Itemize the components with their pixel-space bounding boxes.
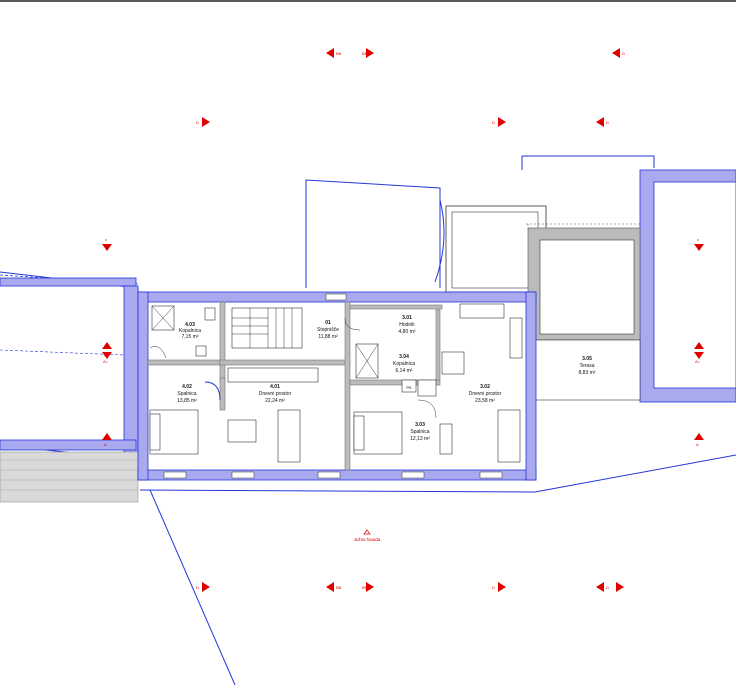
svg-text:3.01: 3.01 <box>402 315 412 321</box>
svg-text:4.02: 4.02 <box>182 384 192 390</box>
svg-text:3.05: 3.05 <box>582 356 592 362</box>
section-marker-bb-top-mid: BB <box>362 48 374 58</box>
svg-text:Kopalnica: Kopalnica <box>393 361 415 367</box>
south-facade-annotation: Južna fasada <box>354 529 381 542</box>
svg-text:BB: BB <box>336 51 342 56</box>
section-markers: BB BB D D D D c c <box>102 48 704 592</box>
section-marker-a-left: A <box>102 433 112 447</box>
room-4-02-label: 4.02 Spalnica 13,85 m² <box>177 384 197 404</box>
section-marker-d-bottom-mid: D <box>492 582 506 592</box>
svg-text:23,58 m²: 23,58 m² <box>475 398 495 404</box>
svg-text:Spalnica: Spalnica <box>410 429 429 435</box>
svg-text:4.01: 4.01 <box>270 384 280 390</box>
svg-text:D: D <box>492 585 495 590</box>
room-01-label: 01 Stopnišče 11,88 m² <box>317 320 339 340</box>
left-neighbour-building <box>0 271 141 503</box>
svg-text:Južna fasada: Južna fasada <box>354 537 381 542</box>
svg-text:A: A <box>104 442 107 447</box>
svg-text:Spalnica: Spalnica <box>177 391 196 397</box>
svg-text:Dnevni prostor: Dnevni prostor <box>469 391 502 397</box>
room-3-04-label: 3.04 Kopalnica 6,14 m² <box>393 354 415 374</box>
svg-text:c: c <box>105 237 107 242</box>
svg-text:D: D <box>606 585 609 590</box>
section-marker-bb-bottom-mid: BB <box>362 582 374 592</box>
room-3-03-label: 3.03 Spalnica 12,13 m² <box>410 422 430 442</box>
svg-text:A=: A= <box>103 359 109 364</box>
svg-text:01: 01 <box>325 320 331 326</box>
svg-text:6,14 m²: 6,14 m² <box>396 368 413 374</box>
svg-text:Terasa: Terasa <box>579 363 594 369</box>
room-3-02-label: 3.02 Dnevni prostor 23,58 m² <box>469 384 502 404</box>
svg-text:A: A <box>696 442 699 447</box>
section-marker-d-upper-left: D <box>196 117 210 127</box>
section-marker-c-left: c <box>102 237 112 251</box>
section-marker-d-bottom-left: D <box>196 582 210 592</box>
svg-text:D: D <box>196 585 199 590</box>
room-3-05-label: 3.05 Terasa 8,83 m² <box>579 356 596 376</box>
svg-text:22,24 m²: 22,24 m² <box>265 398 285 404</box>
terrace-structures <box>445 205 642 401</box>
section-marker-d-bottom-right: D <box>596 582 624 592</box>
svg-text:Hodnik: Hodnik <box>399 322 415 328</box>
section-marker-d-upper-mid: D <box>492 117 506 127</box>
svg-text:3.04: 3.04 <box>399 354 409 360</box>
svg-text:D: D <box>492 120 495 125</box>
section-marker-bb-top-left: BB <box>326 48 342 58</box>
furniture <box>149 293 523 479</box>
room-3-01-label: 3.01 Hodnik 4,80 m² <box>399 315 416 335</box>
svg-text:12,13 m²: 12,13 m² <box>410 436 430 442</box>
svg-text:D: D <box>606 120 609 125</box>
svg-text:7,15 m²: 7,15 m² <box>182 334 199 340</box>
site-lines <box>139 155 736 686</box>
room-labels: 4.03 Kopalnica 7,15 m² 01 Stopnišče 11,8… <box>177 315 596 442</box>
svg-text:c: c <box>697 237 699 242</box>
svg-text:Stopnišče: Stopnišče <box>317 327 339 333</box>
svg-text:BB: BB <box>336 585 342 590</box>
svg-text:BB: BB <box>362 51 368 56</box>
svg-text:8,83 m²: 8,83 m² <box>579 370 596 376</box>
section-marker-d-top-right: D <box>612 48 625 58</box>
svg-text:Kopalnica: Kopalnica <box>179 328 201 334</box>
fixture-label: PK <box>406 385 412 390</box>
svg-text:13,85 m²: 13,85 m² <box>177 398 197 404</box>
section-marker-aa-right: A= <box>694 342 704 364</box>
section-marker-bb-bottom-left: BB <box>326 582 342 592</box>
room-4-03-label: 4.03 Kopalnica 7,15 m² <box>179 322 201 340</box>
section-marker-a-right: A <box>694 433 704 447</box>
svg-text:D: D <box>622 51 625 56</box>
svg-text:11,88 m²: 11,88 m² <box>318 334 338 340</box>
staircase <box>231 307 303 349</box>
svg-text:4,80 m²: 4,80 m² <box>399 329 416 335</box>
svg-text:3.03: 3.03 <box>415 422 425 428</box>
section-marker-aa-left: A= <box>102 342 112 364</box>
right-neighbour-building <box>639 169 736 403</box>
room-4-01-label: 4.01 Dnevni prostor 22,24 m² <box>259 384 292 404</box>
svg-text:A=: A= <box>695 359 701 364</box>
section-marker-c-right: c <box>694 237 704 251</box>
svg-text:3.02: 3.02 <box>480 384 490 390</box>
svg-text:Dnevni prostor: Dnevni prostor <box>259 391 292 397</box>
svg-text:BB: BB <box>362 585 368 590</box>
section-marker-d-upper-right: D <box>596 117 609 127</box>
svg-text:4.03: 4.03 <box>185 322 195 328</box>
svg-text:D: D <box>196 120 199 125</box>
